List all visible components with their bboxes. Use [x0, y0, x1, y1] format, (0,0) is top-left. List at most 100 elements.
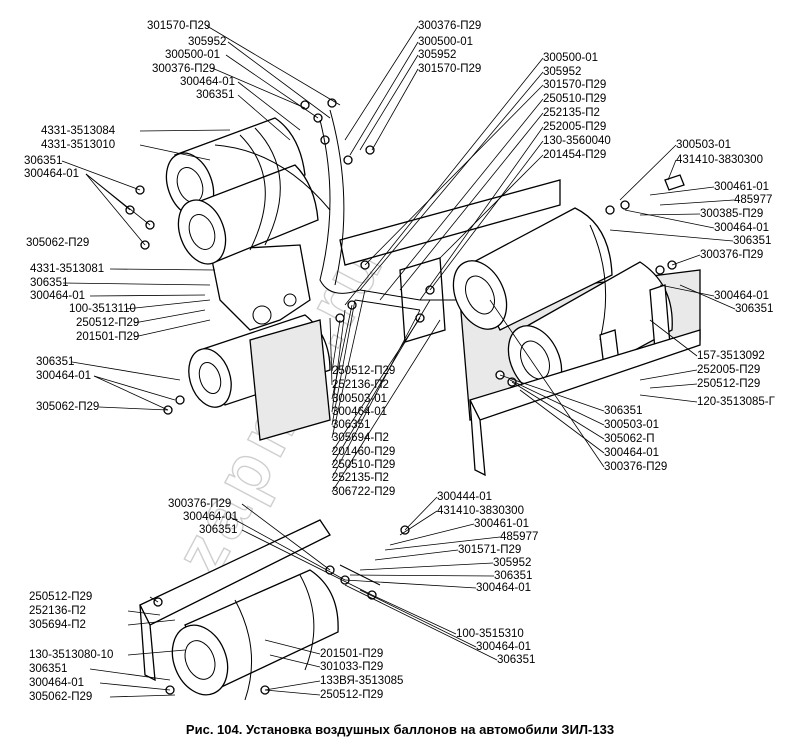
part-label: 130-3560040 [543, 135, 611, 147]
part-label: 305694-П2 [29, 619, 86, 631]
part-label: 305062-П29 [29, 691, 92, 703]
leader-line [624, 209, 715, 229]
part-label: 300464-01 [714, 290, 769, 302]
leader-line [133, 319, 211, 338]
part-label: 300464-01 [476, 582, 531, 594]
part-label: 250512-П29 [332, 365, 395, 377]
part-label: 130-3513080-10 [29, 649, 113, 661]
part-label: 201454-П29 [543, 149, 606, 161]
leader-line [344, 579, 477, 589]
top-left-tank-assembly [125, 98, 375, 331]
part-label: 306351 [735, 303, 773, 315]
part-label: 300376-П29 [604, 461, 667, 473]
part-label: 485977 [500, 531, 538, 543]
leader-line [149, 596, 159, 603]
leader-line [127, 649, 186, 656]
leader-line [344, 25, 419, 141]
part-label: 300464-01 [36, 370, 91, 382]
part-label: 300376-П29 [418, 20, 481, 32]
part-label: 300464-01 [30, 290, 85, 302]
leader-line [229, 516, 346, 581]
part-label: 250512-П29 [320, 689, 383, 701]
part-label: 300464-01 [476, 641, 531, 653]
leader-line [389, 523, 475, 546]
leader-line [225, 54, 319, 119]
part-label: 485977 [734, 194, 772, 206]
leader-line [364, 84, 544, 266]
part-label: 306351 [497, 654, 535, 666]
part-label: 300500-01 [165, 49, 220, 61]
part-label: 252136-П2 [29, 605, 86, 617]
leader-line [359, 54, 419, 151]
leader-line [237, 94, 291, 141]
leader-line [139, 129, 231, 132]
part-label: 300376-П29 [168, 498, 231, 510]
leader-line [344, 57, 544, 306]
part-label: 300444-01 [437, 491, 492, 503]
leader-line [349, 41, 419, 156]
right-tank-assembly [452, 174, 701, 477]
part-label: 306351 [24, 155, 62, 167]
part-label: 300500-01 [543, 52, 598, 64]
leader-line [206, 25, 341, 106]
central-frame [319, 109, 561, 343]
part-label: 300503-01 [676, 139, 731, 151]
leader-line [331, 309, 346, 413]
part-label: 250512-П29 [29, 591, 92, 603]
part-label: 250510-П29 [543, 93, 606, 105]
leader-line [359, 562, 494, 571]
part-label: 300376-П29 [700, 249, 763, 261]
part-label: 306351 [733, 235, 771, 247]
leader-line [649, 186, 715, 196]
leader-line [264, 689, 321, 696]
leader-line [371, 68, 419, 151]
leader-line [89, 668, 171, 681]
leader-line [109, 694, 176, 698]
leader-line [264, 639, 321, 655]
part-label: 300376-П29 [152, 63, 215, 75]
leader-line [211, 67, 306, 109]
leader-line [384, 536, 501, 551]
leader-line [359, 589, 477, 648]
leader-line [679, 284, 736, 310]
leader-line [331, 319, 441, 493]
leader-line [331, 289, 366, 439]
leader-lines [61, 25, 736, 698]
part-label: 250512-П29 [697, 378, 760, 390]
part-label: 300461-01 [474, 518, 529, 530]
leader-line [399, 112, 544, 291]
part-label: 301571-П29 [458, 544, 521, 556]
leader-line [98, 406, 169, 411]
part-label: 4331-3513010 [41, 139, 115, 151]
part-label: 300385-П29 [700, 208, 763, 220]
part-label: 100-3513110 [69, 303, 136, 315]
leader-line [331, 319, 341, 372]
leader-line [109, 268, 216, 271]
part-label: 300464-01 [604, 447, 659, 459]
part-label: 252135-П2 [543, 107, 600, 119]
leader-line [269, 654, 321, 668]
leader-line [429, 140, 544, 291]
part-label: 300500-01 [418, 36, 473, 48]
part-label: 4331-3513084 [41, 125, 116, 137]
part-label: 305952 [543, 66, 581, 78]
part-label: 300464-01 [180, 76, 235, 88]
part-label: 100-3515310 [456, 628, 524, 640]
leader-line [85, 173, 146, 246]
part-label: 305952 [418, 49, 456, 61]
leader-line [331, 299, 356, 426]
leader-line [439, 154, 544, 259]
part-label: 305062-П [604, 433, 654, 445]
part-label: 300464-01 [183, 511, 238, 523]
part-label: 301033-П29 [320, 661, 383, 673]
leader-line [609, 229, 734, 242]
part-label: 306351 [199, 524, 237, 536]
part-label: 305062-П29 [36, 401, 99, 413]
part-label: 301570-П29 [543, 79, 606, 91]
part-label: 300464-01 [332, 406, 387, 418]
leader-line [331, 309, 421, 479]
leader-line [399, 510, 438, 536]
part-label: 305062-П29 [26, 237, 89, 249]
part-label: 300464-01 [714, 222, 769, 234]
part-label: 305694-П2 [332, 432, 389, 444]
